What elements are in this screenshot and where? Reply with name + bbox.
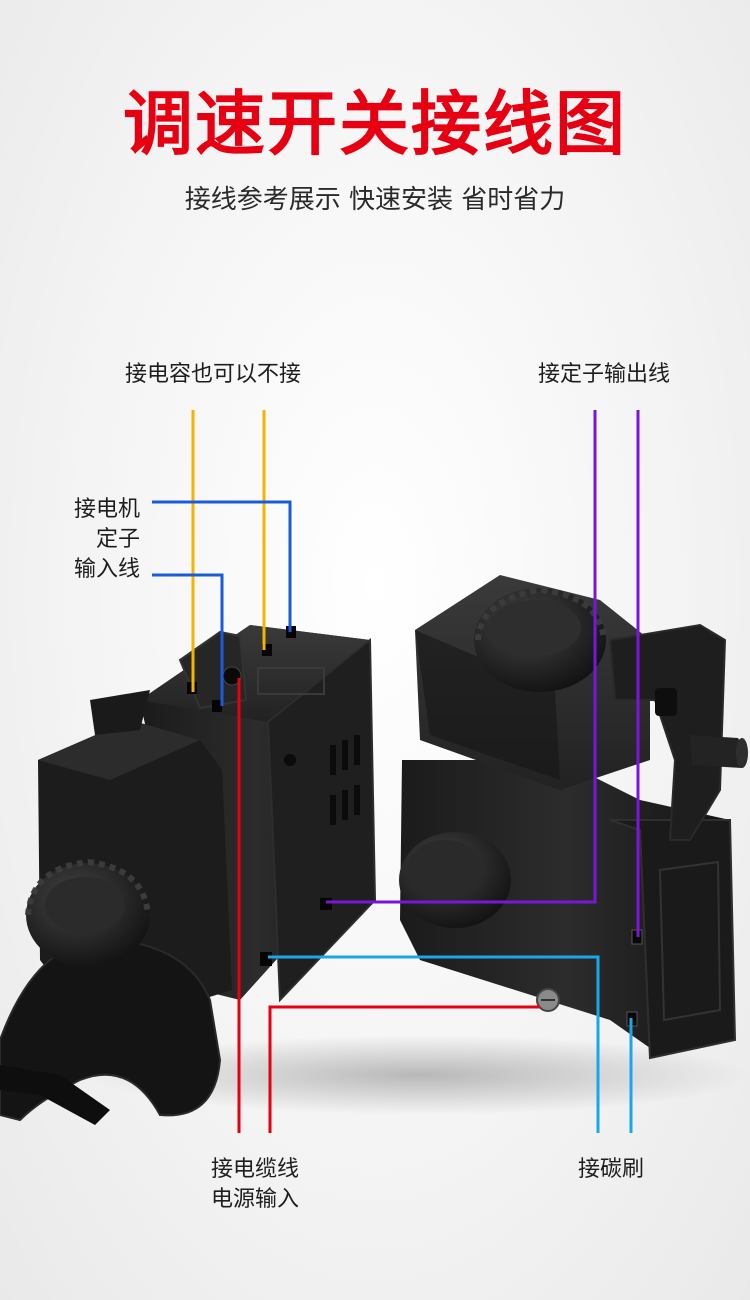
page-subtitle: 接线参考展示 快速安装 省时省力 bbox=[184, 185, 566, 215]
label-line: 接电机 bbox=[73, 497, 140, 522]
floor-shadow bbox=[90, 1035, 750, 1115]
wire-stator-output-1 bbox=[326, 410, 597, 904]
label-line: 接电缆线 bbox=[210, 1157, 299, 1182]
wire-stator-input-1 bbox=[152, 500, 292, 632]
label-line: 输入线 bbox=[73, 557, 140, 582]
label-capacitor: 接电容也可以不接 bbox=[125, 362, 302, 387]
wire-brush-1 bbox=[268, 955, 600, 1133]
label-power-input: 接电缆线 电源输入 bbox=[195, 1155, 315, 1215]
label-stator-output: 接定子输出线 bbox=[538, 362, 671, 387]
label-line: 定子 bbox=[95, 527, 140, 552]
wire-power-2 bbox=[268, 1005, 540, 1133]
speed-knob-left bbox=[25, 858, 151, 967]
page-title: 调速开关接线图 bbox=[123, 83, 627, 165]
label-line: 电源输入 bbox=[210, 1187, 299, 1212]
switch-left bbox=[0, 625, 377, 1125]
wire-stator-input-2 bbox=[152, 573, 224, 706]
switch-right bbox=[399, 575, 748, 1060]
speed-knob-right bbox=[474, 586, 607, 692]
label-carbon-brush: 接碳刷 bbox=[578, 1157, 645, 1182]
label-motor-stator-input: 接电机 定子 输入线 bbox=[40, 495, 140, 585]
